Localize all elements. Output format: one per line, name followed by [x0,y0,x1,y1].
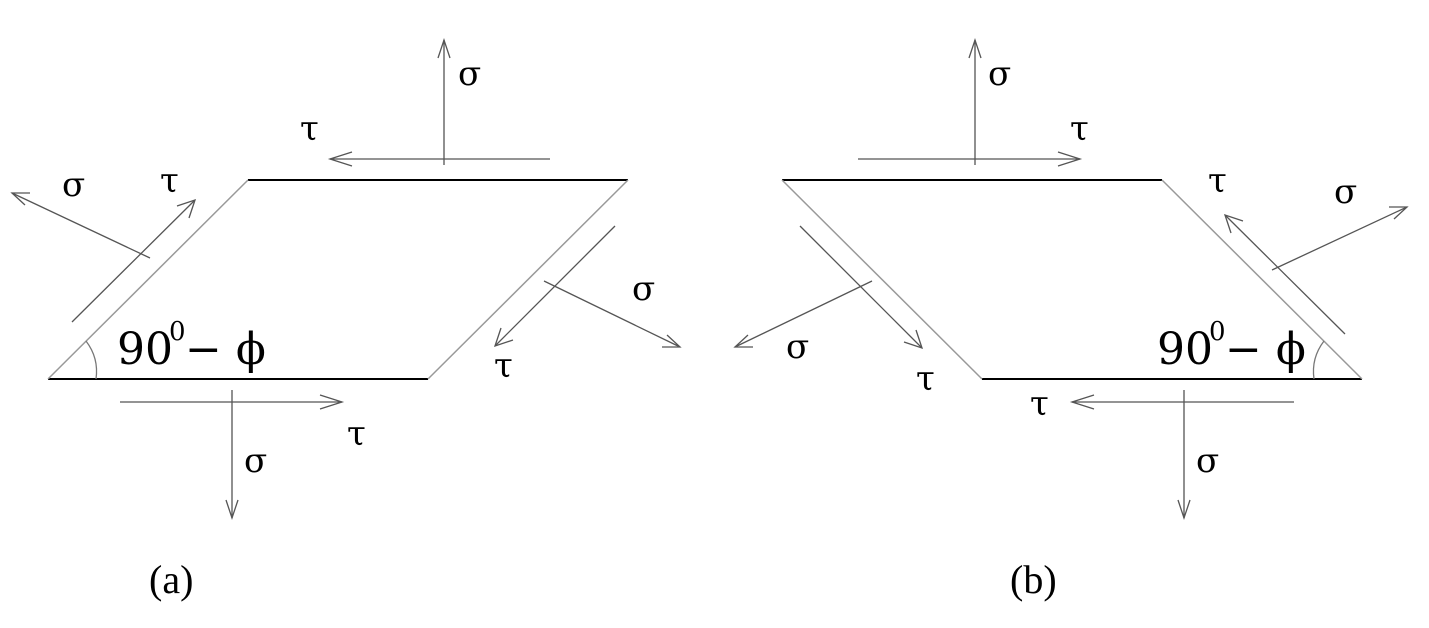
panel-a-bottom-sigma-arrowhead [225,499,239,521]
panel-b-top-sigma-label: σ [988,54,1011,94]
panel-a-angle-arc [85,340,98,380]
panel-b-left-tau-arrowhead [903,329,924,350]
panel-a-bottom-tau-arrowhead [319,394,345,410]
panel-b-right-sigma-arrowhead [1389,206,1409,220]
panel-b-left-tau-arrow [799,225,923,349]
panel-a-left-tau-arrow [71,199,196,323]
panel-a-right-sigma-arrowhead [662,334,682,348]
panel-a-right-tau-arrowhead [493,327,514,348]
panel-b: σ τ τ σ σ τ τ σ 90 0 − ϕ (b) [733,37,1409,602]
panel-b-bottom-tau-label: τ [1030,384,1049,424]
panel-a-left-tau-arrowhead [176,198,197,219]
panel-b-top-tau-arrowhead [1057,151,1083,167]
panel-a-top-sigma-arrowhead [437,37,451,59]
panel-a-left-sigma-arrow [11,192,151,259]
panel-b-right-sigma-label: σ [1334,172,1357,212]
panel-b-left-sigma-arrowhead [733,334,753,348]
panel-b-caption: (b) [1010,557,1057,602]
panel-b-left-sigma-arrow [734,280,873,348]
panel-a-caption: (a) [149,557,193,602]
panel-b-left-sigma-label: σ [786,327,809,367]
panel-a-right-sigma-arrow [543,280,681,348]
panel-a-left-sigma-arrowhead [10,192,30,206]
panel-b-left-edge [781,179,983,380]
panel-b-right-tau-arrowhead [1223,213,1244,234]
panel-b-top-tau-label: τ [1070,109,1089,149]
panel-a-angle-main: 90 [117,324,173,375]
panel-a-bottom-tau-label: τ [347,414,366,454]
panel-b-top-sigma-arrowhead [968,37,982,59]
panel-a-top-sigma-label: σ [458,54,481,94]
panel-b-right-tau-label: τ [1208,161,1227,201]
panel-a-left-tau-label: τ [160,161,179,201]
panel-a-top-tau-label: τ [300,109,319,149]
panel-b-left-tau-label: τ [916,359,935,399]
panel-a-right-sigma-label: σ [632,269,655,309]
panel-b-right-sigma-arrow [1271,206,1408,271]
panel-b-angle-arc [1312,340,1325,380]
panel-b-bottom-sigma-label: σ [1196,441,1219,481]
panel-b-angle-tail: − ϕ [1225,324,1306,375]
panel-a-bottom-sigma-label: σ [244,441,267,481]
panel-b-bottom-tau-arrowhead [1069,394,1095,410]
panel-a-left-edge [47,179,249,380]
panel-a-angle-tail: − ϕ [185,324,266,375]
panel-a-right-edge [427,179,629,380]
panel-a-right-tau-label: τ [494,346,513,386]
panel-a-right-tau-arrow [494,225,616,347]
panel-b-bottom-sigma-arrowhead [1177,499,1191,521]
panel-b-right-tau-arrow [1224,214,1346,335]
panel-a-left-sigma-label: σ [62,165,85,205]
panel-a-top-tau-arrowhead [327,151,353,167]
panel-b-angle-main: 90 [1157,324,1213,375]
panel-a: σ τ σ τ σ τ τ σ 90 0 − ϕ (a) [10,37,682,602]
panel-b-right-edge [1161,179,1363,380]
panel-a-angle-sup: 0 [169,317,186,347]
panel-b-angle-sup: 0 [1209,317,1226,347]
